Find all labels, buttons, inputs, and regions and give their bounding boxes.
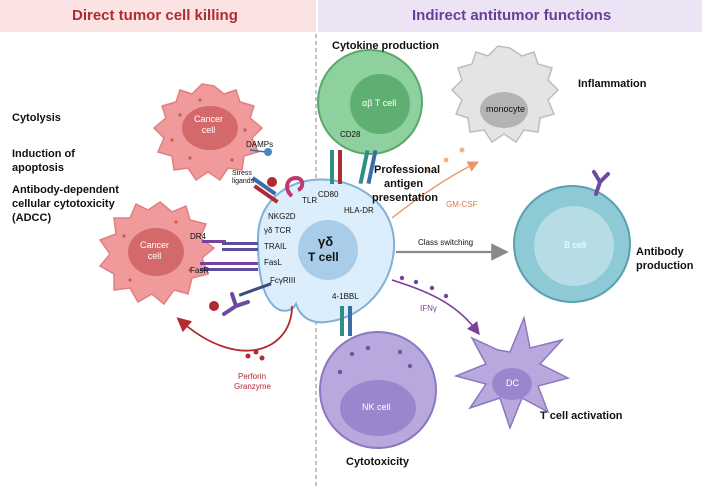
label-gm-csf: GM-CSF <box>446 200 478 209</box>
label-prof-3: presentation <box>372 192 439 204</box>
label-cd28: CD28 <box>340 130 361 139</box>
label-fcgr: FcγRIII <box>270 276 296 285</box>
label-induction-2: apoptosis <box>12 162 64 174</box>
label-stress-ligands: Stress ligands <box>232 170 255 185</box>
label-antibody-1: Antibody <box>636 246 684 258</box>
gd-t-cell <box>256 178 396 324</box>
label-adcc-2: cellular cytotoxicity <box>12 198 115 210</box>
label-tlr: TLR <box>302 196 318 205</box>
label-adcc-1: Antibody-dependent <box>12 184 119 196</box>
monocyte-label: monocyte <box>486 104 526 114</box>
label-prof-2: antigen <box>384 178 424 190</box>
b-cell-label: B cell <box>564 240 587 250</box>
cancer-cell-top <box>152 83 264 182</box>
ifng-arrow <box>391 279 480 336</box>
label-class-switching: Class switching <box>418 238 474 247</box>
monocyte-cell <box>450 45 560 144</box>
left-panel-header: Direct tumor cell killing <box>0 0 316 32</box>
label-fasr: FasR <box>190 266 210 275</box>
label-cytolysis: Cytolysis <box>12 112 61 124</box>
gd-t-cell-label-2: T cell <box>308 250 339 264</box>
label-ifng: IFNγ <box>420 304 437 313</box>
cancer-cell-top-label: Cancer cell <box>194 114 224 135</box>
ab-t-cell <box>317 49 423 155</box>
dc-label: DC <box>506 378 519 388</box>
receptor-graphics <box>200 148 378 336</box>
label-adcc-3: (ADCC) <box>12 212 52 224</box>
label-dr4: DR4 <box>190 232 207 241</box>
gm-csf-arrow <box>391 161 480 219</box>
label-granzyme: Granzyme <box>234 382 271 391</box>
label-nkg2d: NKG2D <box>268 212 296 221</box>
left-panel-title: Direct tumor cell killing <box>72 7 238 24</box>
label-antibody-2: production <box>636 260 694 272</box>
label-cytokine-production: Cytokine production <box>332 40 439 52</box>
label-t-cell-activation: T cell activation <box>540 410 623 422</box>
label-gd-tcr: γδ TCR <box>264 226 292 235</box>
b-cell <box>513 170 631 303</box>
perforin-arrow <box>176 305 293 352</box>
cancer-cell-left <box>98 201 216 306</box>
dendritic-cell <box>453 315 571 431</box>
gd-t-cell-label-1: γδ <box>318 234 334 249</box>
nk-cell <box>319 331 437 449</box>
label-cytotoxicity: Cytotoxicity <box>346 456 409 468</box>
right-panel-header: Indirect antitumor functions <box>318 0 702 32</box>
cancer-cell-left-label: Cancer cell <box>140 240 170 261</box>
nk-cell-label: NK cell <box>362 402 391 412</box>
label-induction-1: Induction of <box>12 148 75 160</box>
label-hla-dr: HLA-DR <box>344 206 374 215</box>
label-inflammation: Inflammation <box>578 78 647 90</box>
label-prof-1: Professional <box>374 164 441 176</box>
label-perforin: Perforin <box>238 372 267 381</box>
ab-t-cell-label: αβ T cell <box>362 98 397 108</box>
label-trail: TRAIL <box>264 242 287 251</box>
label-4-1bbl: 4-1BBL <box>332 292 359 301</box>
right-panel-title: Indirect antitumor functions <box>412 7 612 24</box>
label-fasl: FasL <box>264 258 282 267</box>
label-cd80: CD80 <box>318 190 339 199</box>
label-damps: DAMPs <box>246 140 274 149</box>
